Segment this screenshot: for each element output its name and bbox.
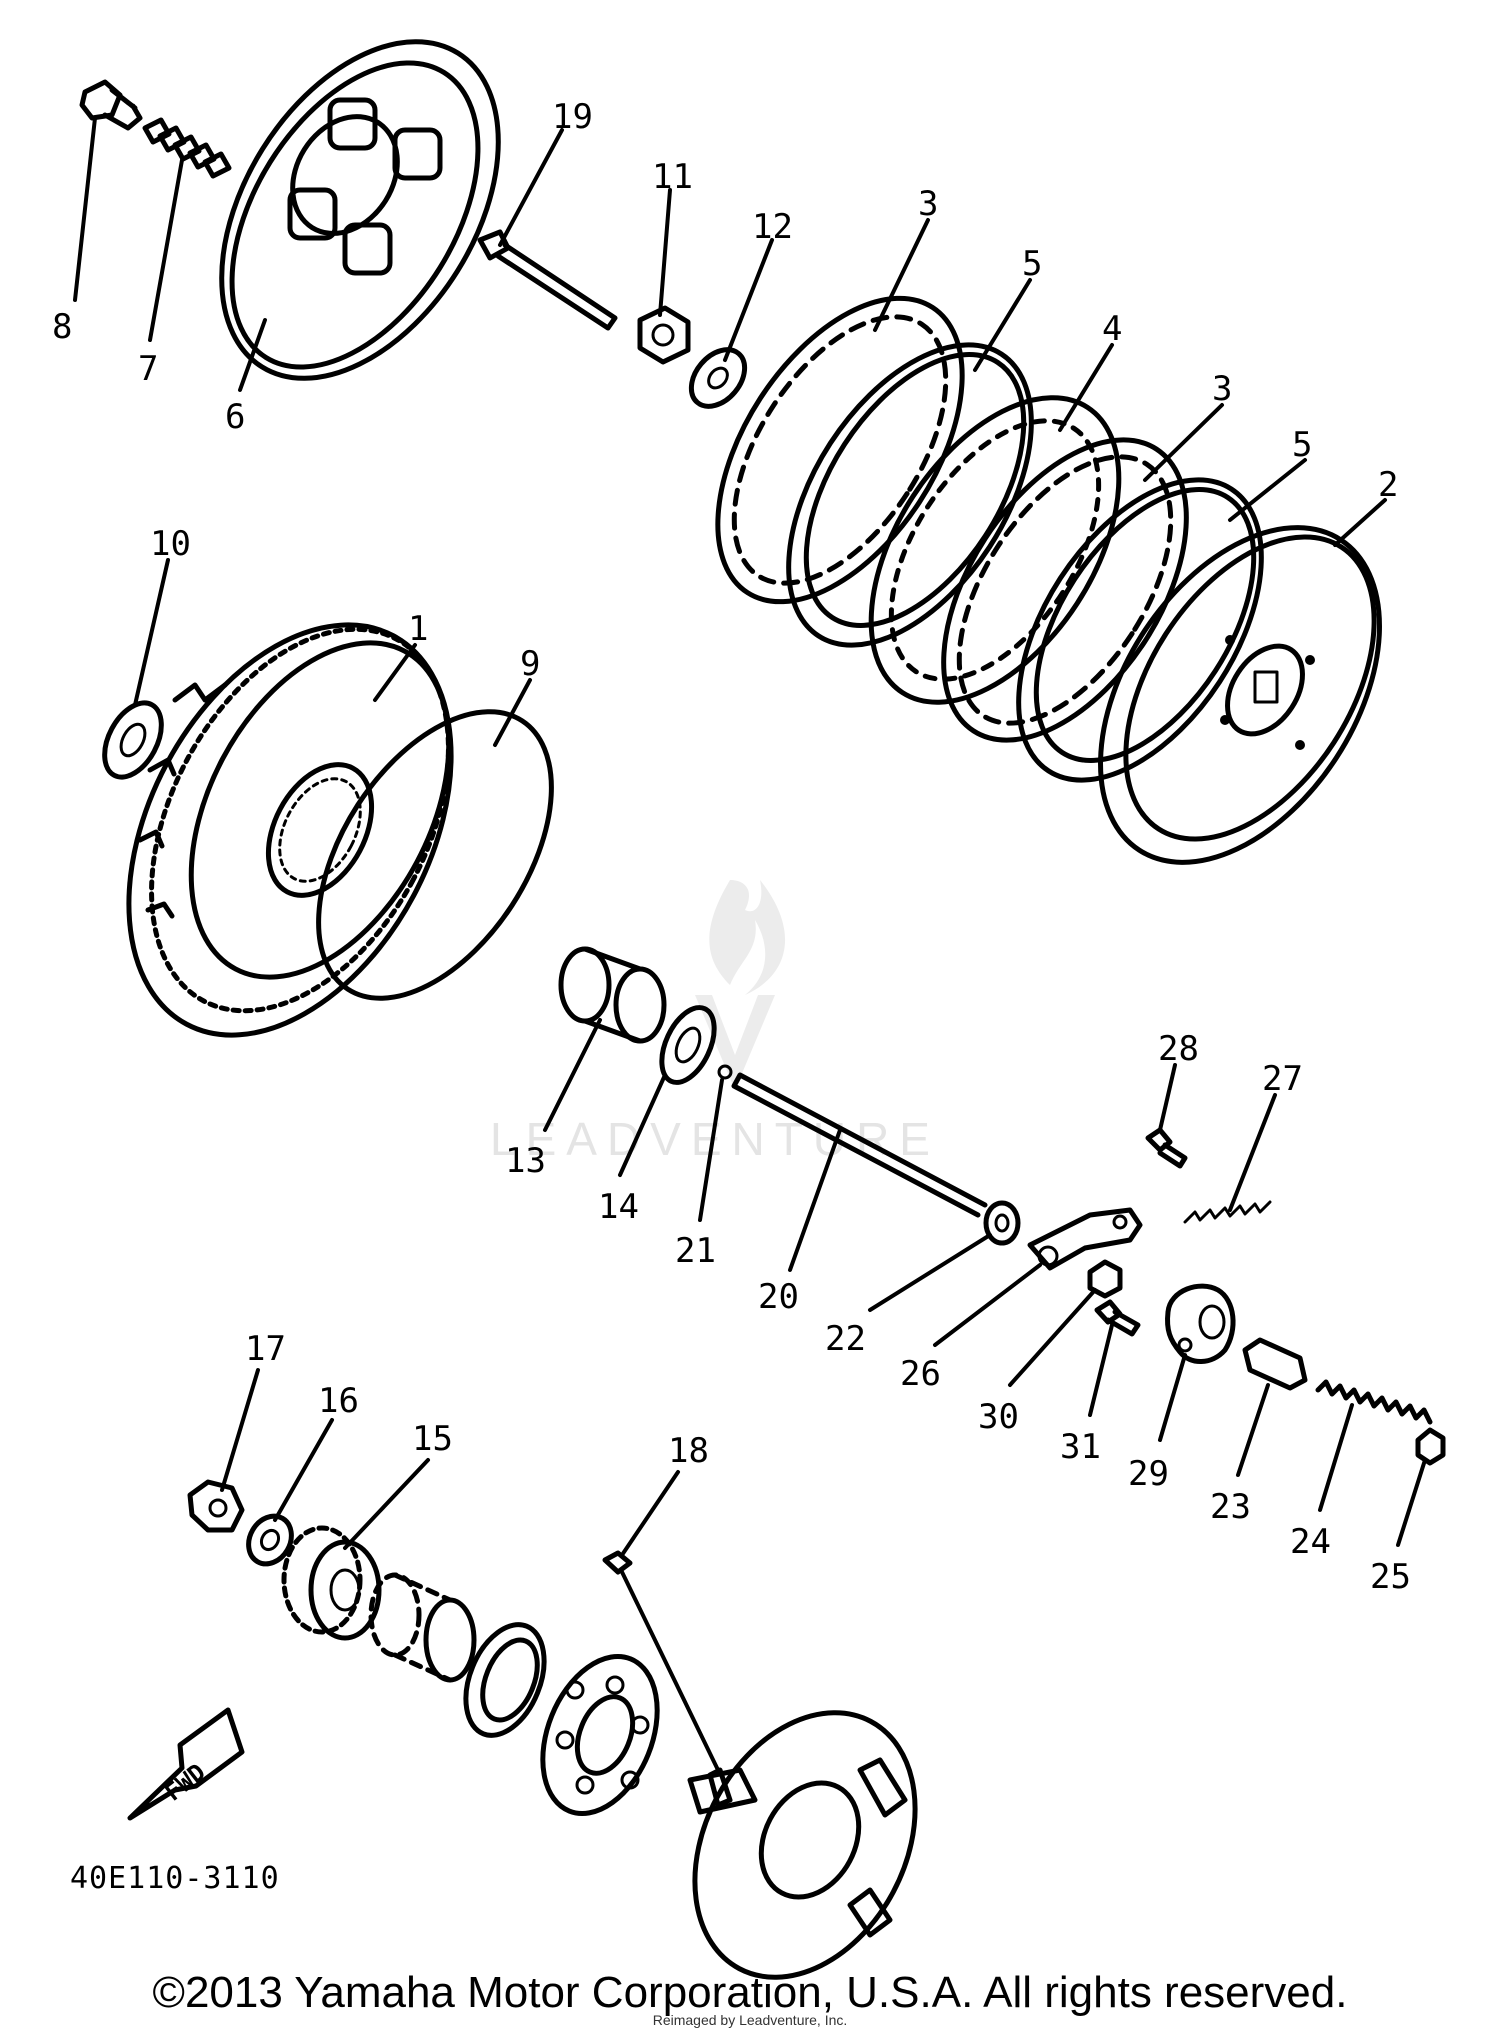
part-31-screw xyxy=(1094,1299,1141,1337)
part-11-nut xyxy=(637,305,691,365)
copyright-notice: ©2013 Yamaha Motor Corporation, U.S.A. A… xyxy=(152,1968,1348,2017)
part-5-clutch-plate-rear xyxy=(1016,477,1264,783)
part-25-nut xyxy=(1415,1427,1446,1466)
part-3-friction-plate-front xyxy=(715,295,965,605)
forward-direction-arrow: FWD xyxy=(127,1707,245,1821)
part-12-washer xyxy=(688,347,748,409)
callout-7: 7 xyxy=(138,349,158,389)
part-8-bolt xyxy=(79,79,143,131)
callout-31: 31 xyxy=(1060,1427,1101,1467)
callout-9: 9 xyxy=(520,644,540,684)
callout-20: 20 xyxy=(758,1277,799,1317)
callout-10: 10 xyxy=(150,524,191,564)
callout-28: 28 xyxy=(1158,1029,1199,1069)
callout-13: 13 xyxy=(505,1141,546,1181)
callout-2: 2 xyxy=(1378,465,1398,505)
callout-25: 25 xyxy=(1370,1557,1411,1597)
part-15-drive-gear xyxy=(281,1525,382,1641)
drawing-code: 40E110-3110 xyxy=(70,1861,280,1896)
callout-16: 16 xyxy=(318,1381,359,1421)
part-23-adjusting-screw xyxy=(1242,1337,1308,1391)
part-17-nut xyxy=(187,1479,245,1533)
callout-29: 29 xyxy=(1128,1454,1169,1494)
callout-15: 15 xyxy=(412,1419,453,1459)
attribution-text: Reimaged by Leadventure, Inc. xyxy=(652,2012,848,2028)
collar xyxy=(368,1572,477,1683)
part-24-spring xyxy=(1315,1379,1433,1425)
callout-18: 18 xyxy=(668,1431,709,1471)
part-13-bushing xyxy=(558,946,667,1044)
part-21-ball xyxy=(717,1064,733,1080)
part-19-push-rod xyxy=(477,229,618,331)
callout-21: 21 xyxy=(675,1231,716,1271)
part-9-o-ring xyxy=(316,709,554,1001)
callout-11: 11 xyxy=(652,157,693,197)
part-22-seal xyxy=(983,1200,1021,1246)
callout-3b: 3 xyxy=(1212,369,1232,409)
part-20-push-rod xyxy=(731,1072,988,1218)
part-4-clutch-plate xyxy=(868,395,1122,705)
part-29-adjuster-housing xyxy=(1165,1283,1236,1364)
part-16-washer xyxy=(246,1513,294,1567)
part-30-nut xyxy=(1087,1259,1123,1299)
part-1-clutch-housing xyxy=(126,622,454,1038)
part-10-washer xyxy=(102,700,164,780)
part-18-key xyxy=(602,1550,633,1575)
callout-19: 19 xyxy=(552,97,593,137)
callout-22: 22 xyxy=(825,1319,866,1359)
callout-27: 27 xyxy=(1262,1059,1303,1099)
callout-5b: 5 xyxy=(1292,425,1312,465)
callout-6: 6 xyxy=(225,397,245,437)
watermark-flame-icon xyxy=(709,880,786,995)
part-27-spring xyxy=(1183,1200,1272,1224)
callout-12: 12 xyxy=(752,207,793,247)
callout-14: 14 xyxy=(598,1187,639,1227)
part-6-pressure-plate xyxy=(219,39,501,381)
part-28-screw xyxy=(1145,1127,1188,1169)
part-14-washer xyxy=(659,1005,717,1085)
callout-3a: 3 xyxy=(918,184,938,224)
part-26-push-lever xyxy=(1027,1207,1143,1271)
part-7-spring xyxy=(142,117,232,179)
crankshaft-web xyxy=(687,1710,918,1980)
callout-26: 26 xyxy=(900,1354,941,1394)
callout-8: 8 xyxy=(52,307,72,347)
leader-lines xyxy=(73,116,1427,1772)
callout-1: 1 xyxy=(408,609,428,649)
ball-bearing xyxy=(540,1654,660,1816)
callout-4: 4 xyxy=(1102,309,1122,349)
callout-24: 24 xyxy=(1290,1522,1331,1562)
callout-23: 23 xyxy=(1210,1487,1251,1527)
bearing-ring xyxy=(463,1622,547,1738)
callout-17: 17 xyxy=(245,1329,286,1369)
callout-30: 30 xyxy=(978,1397,1019,1437)
callout-5a: 5 xyxy=(1022,244,1042,284)
callout-labels: 8 7 6 19 11 12 3 5 4 3 5 2 10 1 9 28 27 … xyxy=(52,97,1411,1597)
part-3-friction-plate-rear xyxy=(941,437,1189,743)
fwd-label: FWD xyxy=(159,1758,210,1807)
